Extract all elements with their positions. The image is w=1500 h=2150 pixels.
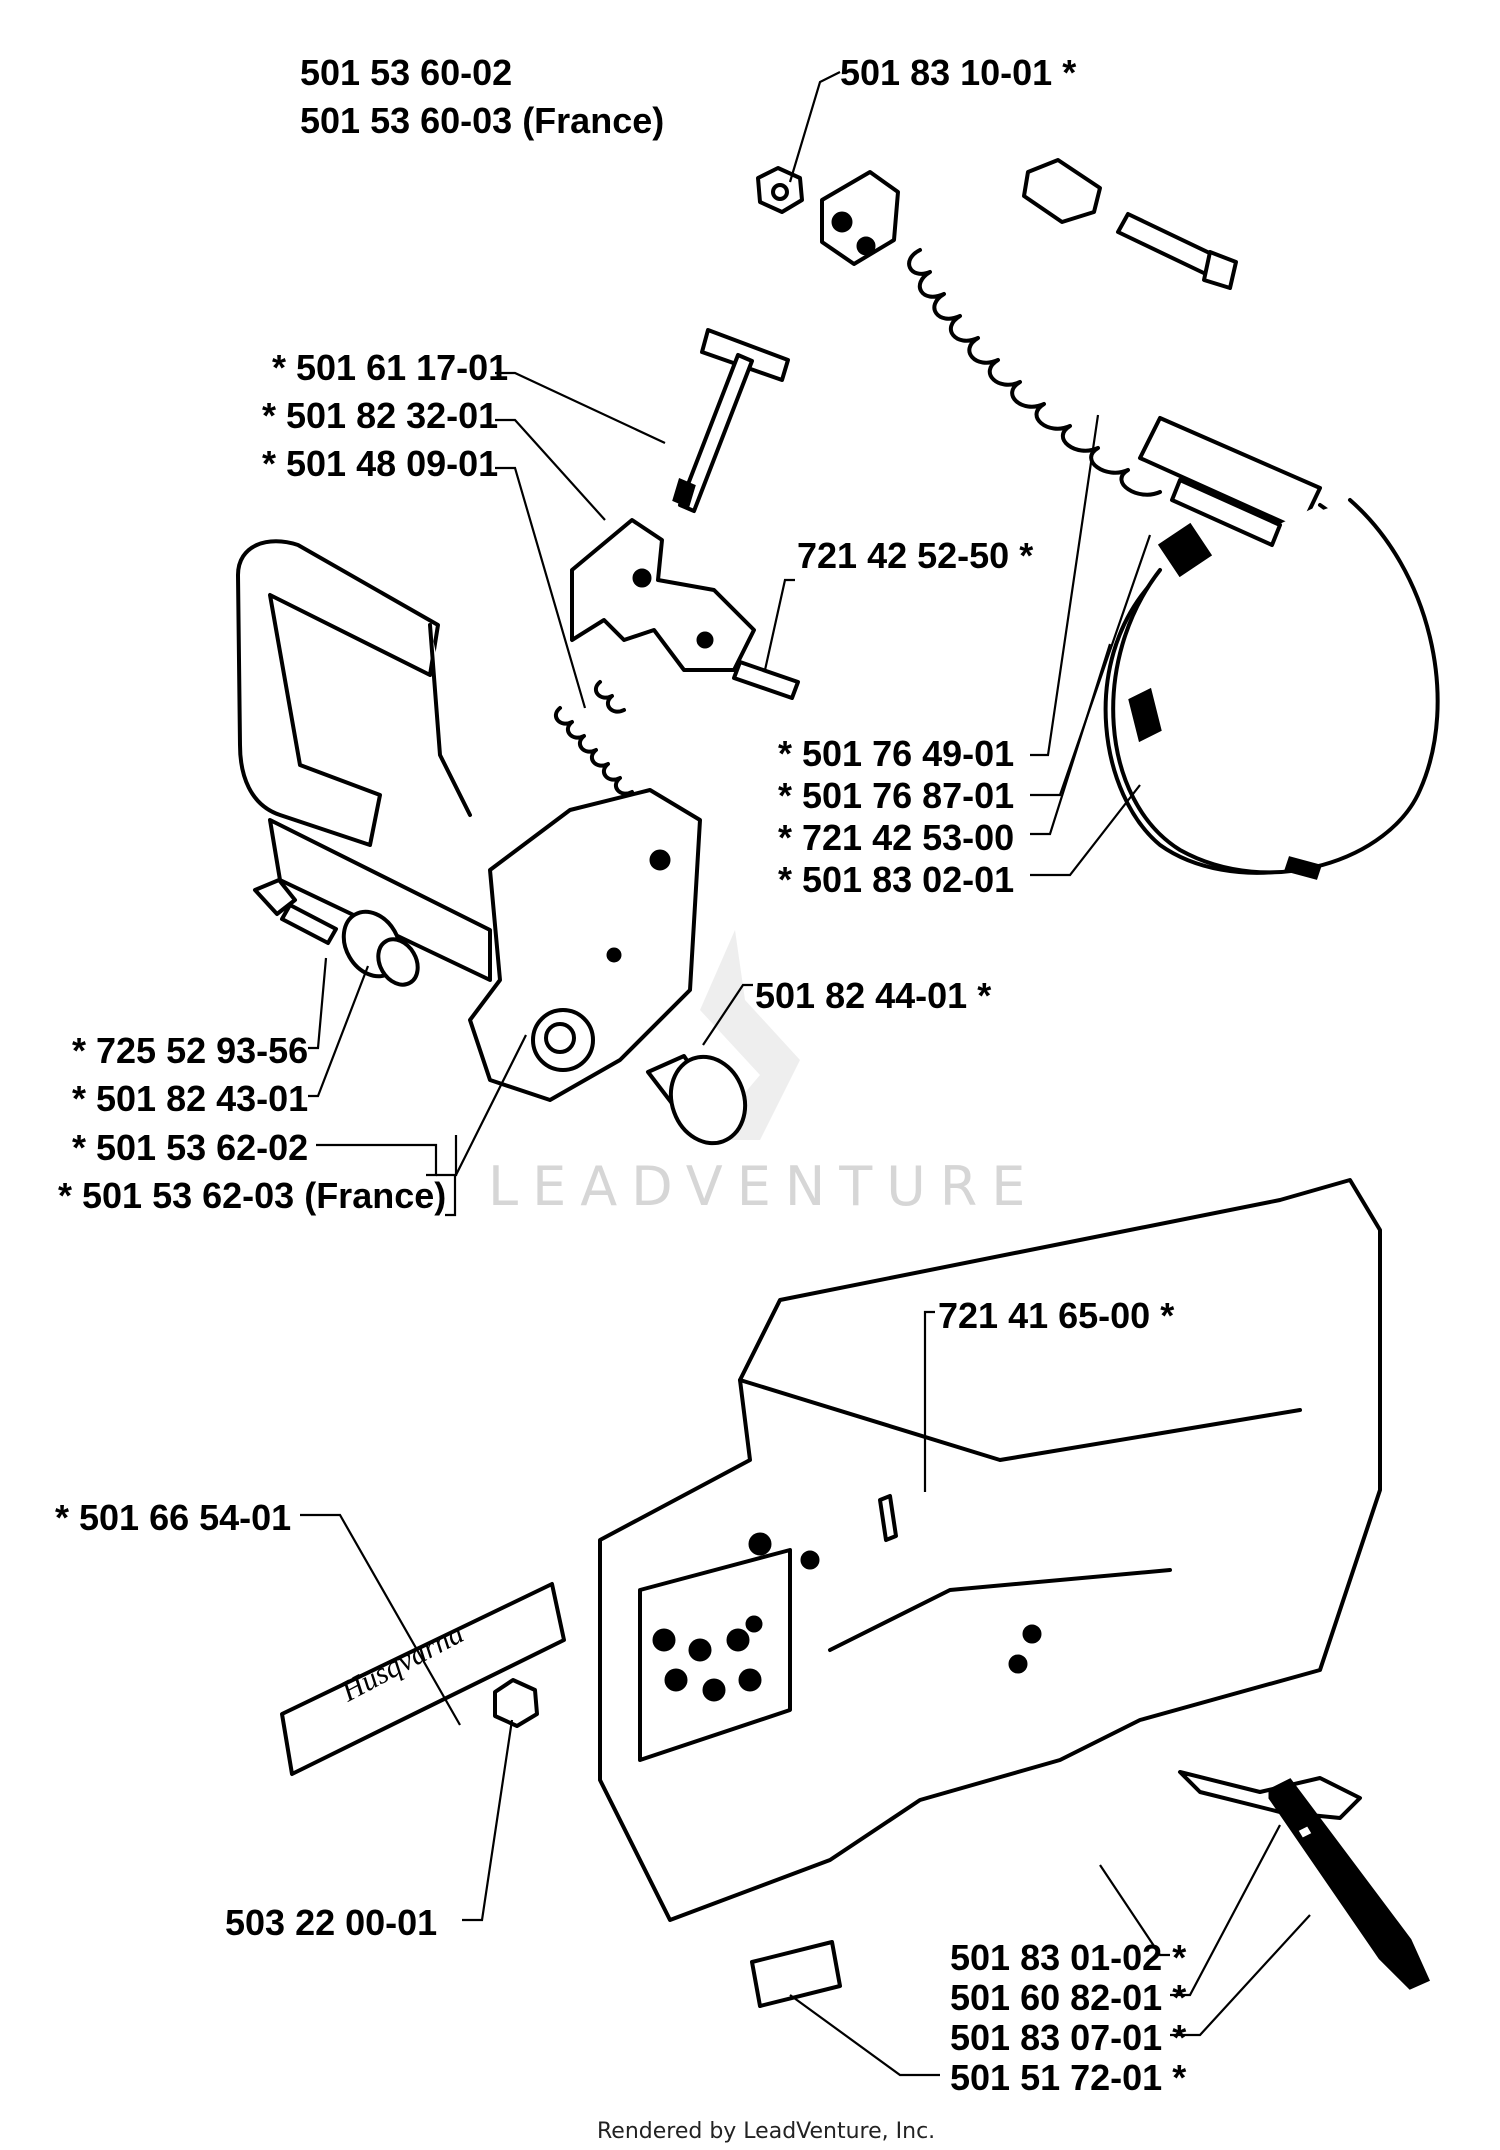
label-nut-top: 501 83 10-01 * bbox=[840, 52, 1076, 93]
label-link: * 501 76 87-01 bbox=[778, 775, 1014, 816]
clamp-block-part bbox=[820, 170, 900, 266]
label-cover-nut: 503 22 00-01 bbox=[225, 1902, 437, 1943]
label-spring-large: * 501 76 49-01 bbox=[778, 733, 1014, 774]
bolt-left-part bbox=[253, 878, 338, 945]
label-cover-part-2: 501 60 82-01 * bbox=[950, 1977, 1186, 2018]
pad-part bbox=[750, 1940, 842, 2008]
chain-cover-part bbox=[598, 1178, 1382, 1922]
label-lever: * 501 82 32-01 bbox=[262, 395, 498, 436]
sleeve-part bbox=[1022, 158, 1102, 224]
nut-part bbox=[756, 166, 804, 214]
watermark-logo bbox=[700, 930, 800, 1140]
label-handle: * 501 53 62-02 bbox=[72, 1127, 308, 1168]
label-bushing: * 501 82 43-01 bbox=[72, 1078, 308, 1119]
label-brake-band: * 501 83 02-01 bbox=[778, 859, 1014, 900]
label-cover-part-3: 501 83 07-01 * bbox=[950, 2017, 1186, 2058]
brake-band-part bbox=[1103, 416, 1440, 880]
knob-part bbox=[646, 1054, 748, 1146]
footer-credit: Rendered by LeadVenture, Inc. bbox=[597, 2119, 935, 2144]
coil-spring-large bbox=[907, 248, 1162, 497]
t-screw-part bbox=[672, 328, 790, 513]
label-brake-assembly: 501 53 60-02 bbox=[300, 52, 512, 93]
decal-part: Husqvarna bbox=[280, 1582, 566, 1776]
label-pin: 721 42 52-50 * bbox=[797, 535, 1033, 576]
pin-part bbox=[732, 660, 800, 700]
coil-spring-small bbox=[553, 680, 634, 796]
watermark-text: LEADVENTURE bbox=[488, 1155, 1039, 1218]
chain-catcher-part bbox=[1178, 1770, 1430, 1990]
bushing-part bbox=[341, 909, 420, 987]
label-cover-part-1: 501 83 01-02 * bbox=[950, 1937, 1186, 1978]
lever-part bbox=[570, 518, 756, 672]
label-brake-assembly-france: 501 53 60-03 (France) bbox=[300, 100, 664, 141]
label-cover-part-4: 501 51 72-01 * bbox=[950, 2057, 1186, 2098]
label-cover-screw: 721 41 65-00 * bbox=[938, 1295, 1174, 1336]
label-knob: 501 82 44-01 * bbox=[755, 975, 991, 1016]
label-screw-pin: * 501 61 17-01 bbox=[272, 347, 508, 388]
cover-screw-part bbox=[878, 1494, 898, 1542]
label-spring-small: * 501 48 09-01 bbox=[262, 443, 498, 484]
part-labels: 501 53 60-02 501 53 60-03 (France) 501 8… bbox=[55, 52, 1186, 2098]
leader-lines bbox=[300, 71, 1311, 2077]
label-rivet: * 721 42 53-00 bbox=[778, 817, 1014, 858]
bolt-top-part bbox=[1116, 212, 1238, 290]
label-bolt-handle: * 725 52 93-56 bbox=[72, 1030, 308, 1071]
label-decal: * 501 66 54-01 bbox=[55, 1497, 291, 1538]
label-handle-france: * 501 53 62-03 (France) bbox=[58, 1175, 446, 1216]
hand-guard-part bbox=[236, 539, 702, 1102]
cover-nut-part bbox=[493, 1678, 539, 1728]
